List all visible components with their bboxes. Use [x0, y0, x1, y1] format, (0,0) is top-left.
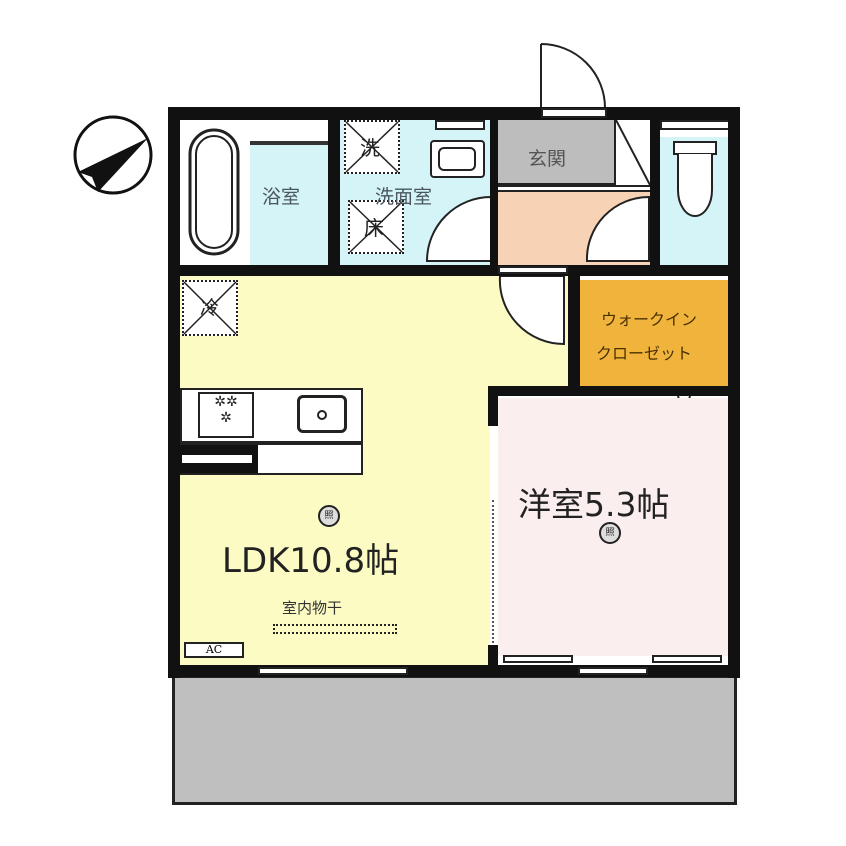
western-window-right: [652, 655, 722, 663]
western-window-left: [503, 655, 573, 663]
entrance-door-opening: [541, 108, 607, 118]
washroom-door-swing: [425, 195, 492, 262]
bath-room: [250, 145, 328, 265]
toilet-door-swing: [585, 195, 650, 262]
bath-label: 浴室: [262, 186, 301, 208]
stove-burners-icon: ✲✲✲: [198, 392, 254, 438]
front-door-swing: [540, 43, 606, 110]
ldk-door-swing: [498, 275, 565, 346]
floor-storage-label: 床: [364, 216, 384, 240]
indoor-drying-rail: [273, 624, 397, 634]
washroom-label: 洗面室: [375, 186, 433, 208]
closet-label-line1: ウォークイン: [601, 310, 698, 329]
western-room-light-icon: 照: [599, 522, 621, 544]
sliding-door: [492, 500, 498, 655]
western-room-label: 洋室5.3帖: [518, 485, 670, 524]
indoor-drying-label: 室内物干: [282, 599, 343, 617]
entrance: [498, 120, 616, 185]
washer-label: 洗: [360, 136, 380, 160]
ldk-label: LDK10.8帖: [222, 541, 400, 581]
bathtub-icon: [188, 128, 240, 256]
closet-label-line2: クローゼット: [596, 344, 693, 363]
walk-in-closet: [580, 280, 728, 386]
fridge-label: 冷: [200, 297, 220, 319]
toilet-icon: [673, 141, 717, 217]
ldk-light-fixture-icon: 照: [318, 505, 340, 527]
hall-opening: [498, 266, 568, 274]
compass-north-arrow-icon: [73, 115, 153, 195]
balcony: [172, 675, 737, 805]
ac-unit: AC: [184, 642, 244, 658]
entrance-label: 玄関: [528, 148, 567, 170]
western-window-mid: [578, 667, 648, 675]
ldk-window: [258, 667, 408, 675]
